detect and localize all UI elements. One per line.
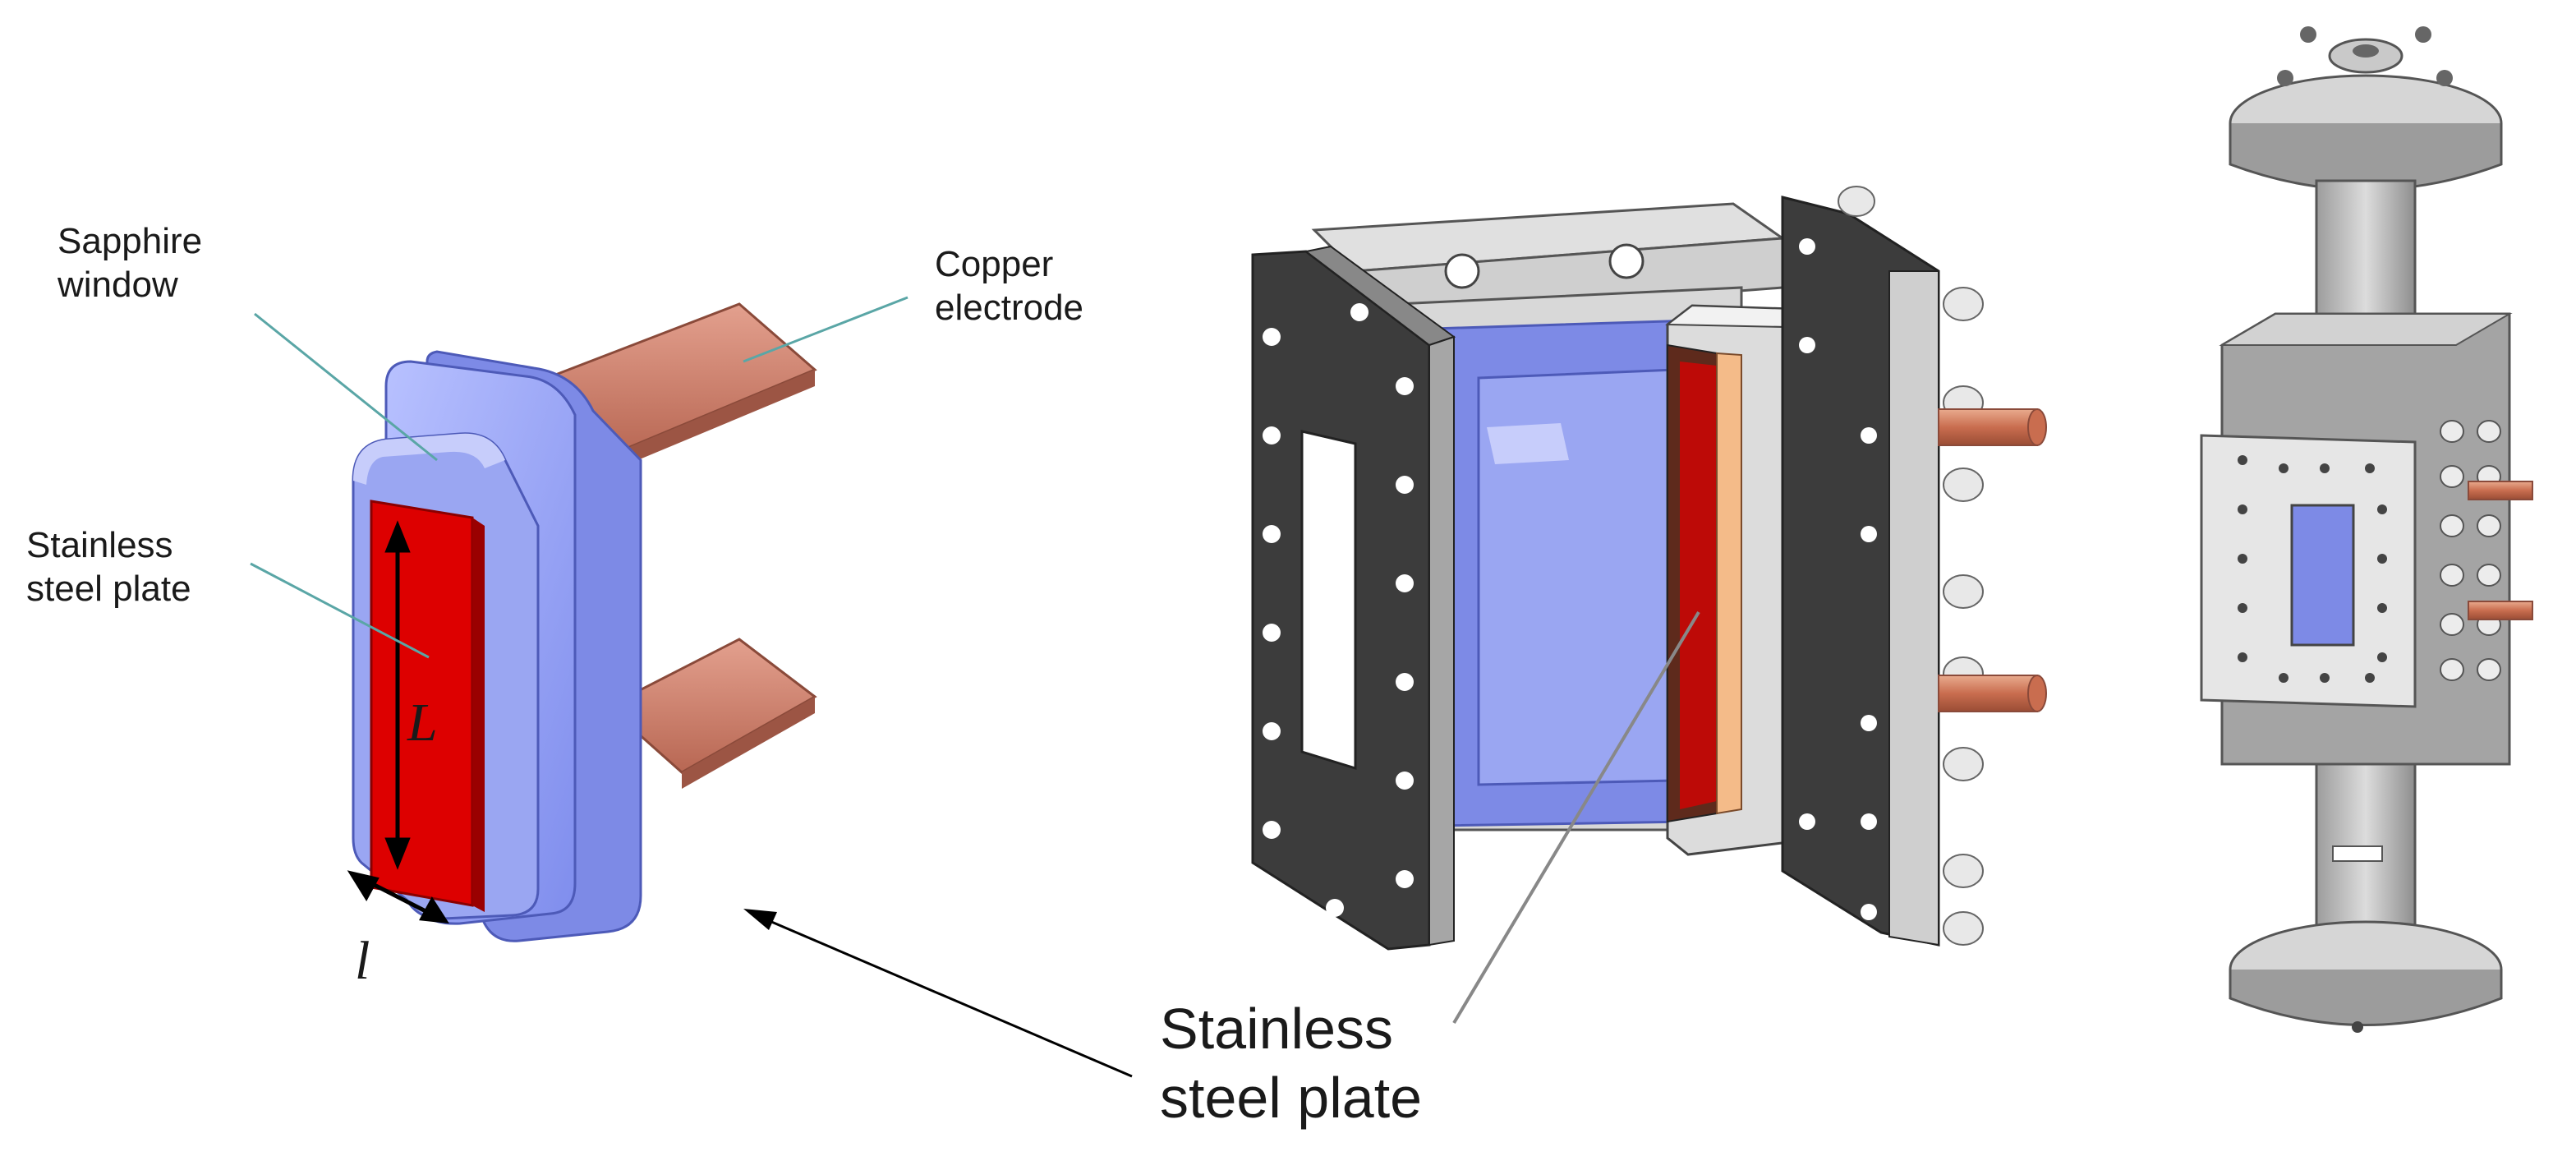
rear-flange <box>1781 186 1984 947</box>
copper-rod-upper <box>1938 408 2047 446</box>
label-stainless-small-line2: steel plate <box>26 568 191 609</box>
leader-line-sapphire <box>254 312 438 462</box>
front-flange <box>1251 245 1456 951</box>
label-copper-electrode: Copper electrode <box>935 243 1083 330</box>
copper-rod-lower <box>1938 675 2047 712</box>
label-stainless-large-line1: Stainless <box>1160 997 1394 1061</box>
label-sapphire-line2: window <box>58 264 178 305</box>
assembled-cell <box>2200 26 2533 1033</box>
label-copper-line1: Copper <box>935 244 1054 284</box>
sapphire-window-center <box>1432 319 1694 827</box>
copper-electrode-bottom <box>605 638 817 789</box>
length-dimension-arrow <box>384 520 411 870</box>
width-dimension-arrow <box>347 870 449 924</box>
connector-arrow <box>743 909 1133 1078</box>
label-stainless-small-line1: Stainless <box>26 525 173 565</box>
label-sapphire-line1: Sapphire <box>58 221 203 261</box>
label-stainless-small: Stainless steel plate <box>26 524 191 611</box>
leader-line-copper <box>743 296 908 363</box>
label-copper-line2: electrode <box>935 287 1084 328</box>
label-stainless-large-line2: steel plate <box>1160 1066 1423 1130</box>
label-stainless-large: Stainless steel plate <box>1160 994 1422 1132</box>
label-sapphire-window: Sapphire window <box>58 220 202 307</box>
label-dim-length: L <box>407 693 438 753</box>
leader-line-stainless-large <box>1452 610 1700 1025</box>
leader-line-stainless-small <box>250 562 430 659</box>
label-dim-width: l <box>355 931 370 991</box>
